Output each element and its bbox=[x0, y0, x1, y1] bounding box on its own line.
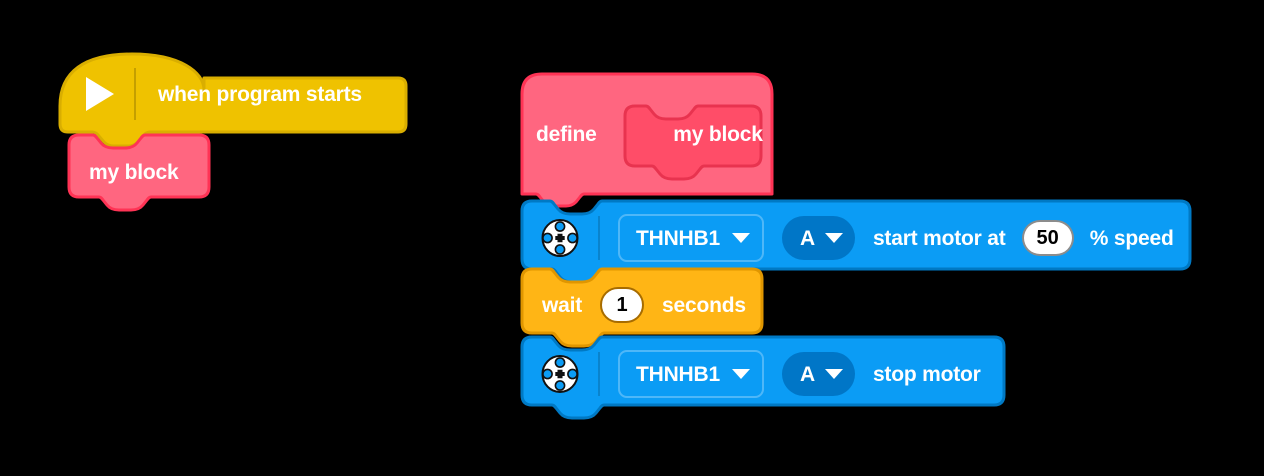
vex-brain-icon bbox=[541, 219, 579, 257]
start-motor-row-content: THNHB1 A start motor at 50 % speed bbox=[520, 203, 1174, 273]
chevron-down-icon bbox=[824, 233, 843, 243]
chevron-down-icon bbox=[824, 369, 843, 379]
wait-value-input[interactable]: 1 bbox=[600, 287, 645, 323]
my-block-call[interactable]: my block bbox=[67, 131, 217, 212]
play-icon bbox=[86, 77, 114, 111]
chevron-down-icon bbox=[731, 233, 750, 243]
device-dropdown-1[interactable]: THNHB1 bbox=[618, 214, 764, 262]
define-block-content: define bbox=[520, 72, 788, 196]
hat-block-content: when program starts bbox=[58, 52, 434, 136]
define-inner-my-block-label: my block bbox=[673, 123, 763, 146]
port-dropdown-2-label: A bbox=[799, 362, 815, 386]
when-program-starts-label: when program starts bbox=[158, 82, 362, 106]
port-dropdown-1-label: A bbox=[799, 226, 815, 250]
stop-motor-label: stop motor bbox=[872, 362, 981, 386]
my-block-call-label: my block bbox=[89, 160, 179, 184]
wait-block-content: wait 1 seconds bbox=[520, 273, 746, 337]
start-motor-block[interactable]: THNHB1 A start motor at 50 % speed bbox=[520, 197, 1198, 284]
when-program-starts-block[interactable]: when program starts bbox=[58, 52, 408, 148]
start-motor-at-label: start motor at bbox=[872, 226, 1006, 250]
stop-motor-row-content: THNHB1 A stop motor bbox=[520, 339, 981, 409]
wait-seconds-block[interactable]: wait 1 seconds bbox=[520, 265, 770, 348]
stop-motor-divider bbox=[598, 352, 600, 396]
chevron-down-icon bbox=[731, 369, 750, 379]
define-label: define bbox=[536, 122, 597, 146]
wait-label: wait bbox=[542, 293, 583, 317]
start-motor-divider bbox=[598, 216, 600, 260]
stop-motor-block[interactable]: THNHB1 A stop motor bbox=[520, 333, 1012, 420]
hat-divider bbox=[134, 68, 136, 120]
my-block-call-content: my block bbox=[67, 141, 229, 203]
device-dropdown-2-label: THNHB1 bbox=[636, 362, 720, 386]
seconds-label: seconds bbox=[662, 293, 746, 317]
port-dropdown-2[interactable]: A bbox=[781, 352, 855, 396]
vex-brain-icon bbox=[541, 355, 579, 393]
define-my-block[interactable]: define my block bbox=[520, 72, 780, 208]
port-dropdown-1[interactable]: A bbox=[781, 216, 855, 260]
percent-speed-label: % speed bbox=[1089, 226, 1174, 250]
device-dropdown-2[interactable]: THNHB1 bbox=[618, 350, 764, 398]
speed-value-input[interactable]: 50 bbox=[1021, 220, 1074, 256]
device-dropdown-1-label: THNHB1 bbox=[636, 226, 720, 250]
